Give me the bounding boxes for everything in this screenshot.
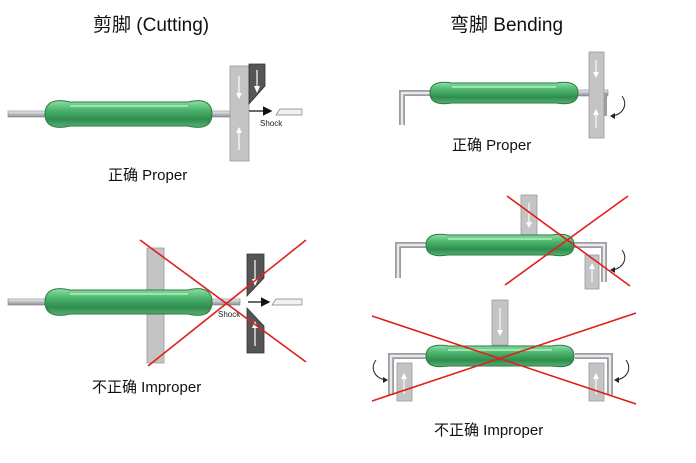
title-cutting: 剪脚 (Cutting) — [93, 15, 210, 36]
cut-off-lead — [275, 108, 303, 116]
bend-direction-arrow — [611, 249, 626, 271]
bend-direction-arrow-right — [615, 359, 630, 381]
shock-label: Shock — [218, 310, 241, 319]
reed-switch — [425, 233, 575, 257]
cutting-improper-diagram: Shock — [7, 239, 307, 367]
bend-direction-arrow — [611, 95, 626, 117]
reed-switch — [425, 344, 575, 368]
cut-off-lead — [271, 298, 303, 306]
caption-cutting-improper: 不正确 Improper — [92, 379, 202, 396]
holding-tool — [588, 51, 605, 139]
caption-bending-improper: 不正确 Improper — [434, 422, 544, 439]
bent-lead-left — [399, 90, 430, 125]
caption-bending-proper: 正确 Proper — [452, 137, 532, 154]
improper-cross-mark — [139, 239, 307, 367]
reed-switch — [44, 100, 213, 128]
bending-proper-diagram — [399, 51, 626, 139]
improper-cross-mark — [504, 195, 631, 287]
shock-label: Shock — [260, 119, 283, 128]
bent-lead-left — [395, 242, 426, 278]
bending-improper-diagram-1 — [395, 194, 631, 290]
bend-direction-arrow-left — [372, 359, 387, 381]
cutting-proper-diagram: Shock — [7, 63, 303, 162]
caption-cutting-proper: 正确 Proper — [108, 167, 188, 184]
reed-switch — [44, 288, 213, 316]
title-bending: 弯脚 Bending — [450, 15, 564, 36]
bending-improper-diagram-2 — [371, 299, 637, 405]
reed-switch — [429, 81, 579, 105]
improper-cross-mark — [371, 312, 637, 405]
cutting-tool-support — [229, 65, 250, 162]
